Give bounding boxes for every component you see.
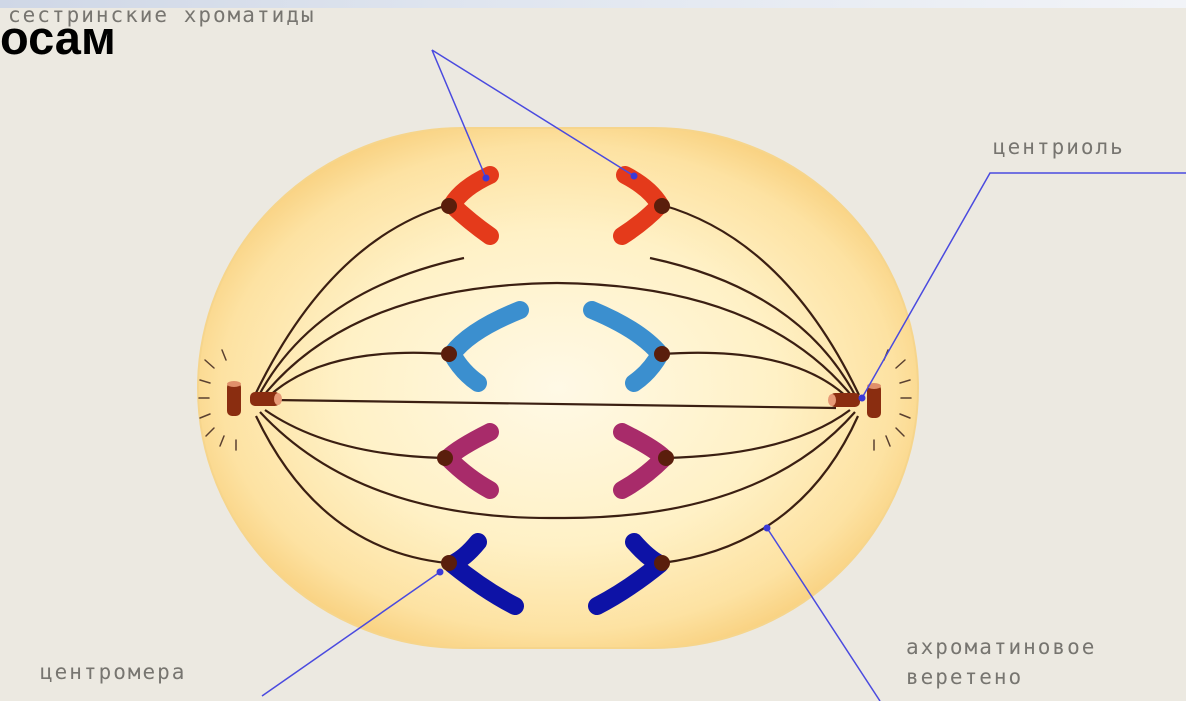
centromere-lightblue-left — [441, 346, 457, 362]
centromere-darkblue-left — [441, 555, 457, 571]
pointer-spindle — [766, 527, 881, 701]
pointer-sister-chromatids-right — [431, 49, 635, 177]
centromere-magenta-right — [658, 450, 674, 466]
pointer-dots — [436, 172, 866, 576]
title-fragment: осам — [0, 11, 116, 64]
label-centriole: центриоль — [993, 135, 1125, 159]
label-spindle-line1: ахроматиновое — [906, 635, 1097, 659]
right-centriole-horizontal — [830, 393, 860, 407]
right-centriole — [828, 383, 881, 418]
pointer-lines — [261, 49, 1186, 701]
centromere-darkblue-right — [654, 555, 670, 571]
centromere-lightblue-right — [654, 346, 670, 362]
pointer-centriole — [861, 172, 1186, 399]
centromere-red-left — [441, 198, 457, 214]
label-sister-chromatids: сестринские хроматиды — [8, 3, 316, 27]
centromere-magenta-left — [437, 450, 453, 466]
left-centriole-horizontal — [250, 392, 280, 406]
left-centriole-vertical — [227, 382, 241, 416]
left-centriole — [227, 381, 282, 416]
label-centromere: центромера — [40, 660, 187, 684]
label-spindle-line2: веретено — [906, 665, 1024, 689]
spindle-fibers — [254, 203, 860, 565]
top-border-band — [0, 0, 1186, 8]
pointer-sister-chromatids-left — [431, 49, 487, 179]
pointer-centromere — [261, 571, 441, 697]
centromere-red-right — [654, 198, 670, 214]
cell-body — [197, 127, 919, 649]
right-centriole-vertical — [867, 384, 881, 418]
centromeres — [437, 198, 674, 571]
left-aster-rays — [198, 349, 237, 451]
